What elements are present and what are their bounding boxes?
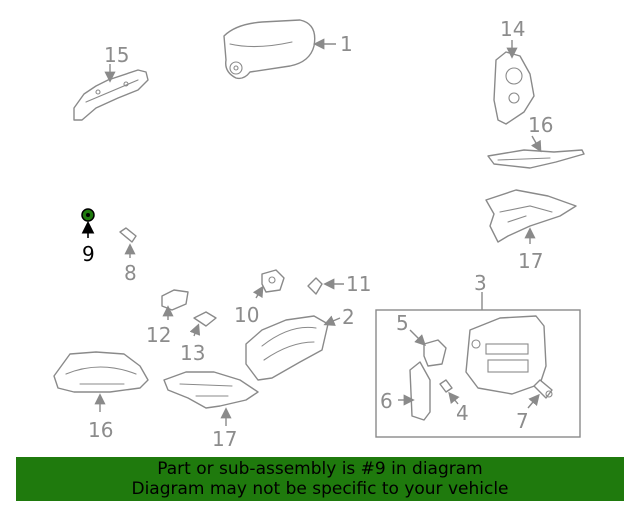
part-5-latch: 5	[396, 311, 447, 367]
part-12-block: 12	[146, 289, 189, 347]
part-1-armrest-lid: 1	[223, 19, 353, 80]
part-11-clip: 11	[307, 272, 371, 296]
callout-7: 7	[516, 409, 529, 433]
callout-8: 8	[124, 261, 137, 285]
part-14-side-trim: 14	[493, 17, 535, 125]
callout-16-upper: 16	[528, 113, 553, 137]
callout-10: 10	[234, 303, 259, 327]
callout-1: 1	[340, 32, 353, 56]
part-7-plug: 7	[516, 379, 553, 433]
callout-3: 3	[474, 271, 487, 295]
bezel	[465, 315, 547, 395]
callout-6: 6	[380, 389, 393, 413]
part-10-bracket: 10	[234, 269, 285, 327]
footer-banner: Part or sub-assembly is #9 in diagram Di…	[16, 457, 624, 501]
part-16-tray-upper: 16	[487, 113, 585, 169]
callout-12: 12	[146, 323, 171, 347]
footer-line-2: Diagram may not be specific to your vehi…	[131, 479, 509, 499]
callout-11: 11	[346, 272, 371, 296]
footer-line-1: Part or sub-assembly is #9 in diagram	[157, 459, 483, 479]
callout-2: 2	[342, 305, 355, 329]
part-15-bracket: 15	[73, 43, 149, 121]
part-4-screw: 4	[439, 379, 469, 425]
callout-15: 15	[104, 43, 129, 67]
callout-16-lower: 16	[88, 418, 113, 442]
callout-4: 4	[456, 401, 469, 425]
part-6-door: 6	[380, 361, 431, 421]
part-13-pad: 13	[180, 311, 217, 365]
parts-diagram: 1 15 14 16 17 9	[53, 17, 585, 451]
part-9-clip: 9	[81, 208, 95, 266]
group-3-frame	[375, 309, 581, 438]
callout-13: 13	[180, 341, 205, 365]
callout-17-lower: 17	[212, 427, 237, 451]
callout-14: 14	[500, 17, 525, 41]
callout-17-upper: 17	[518, 249, 543, 273]
part-8-pin: 8	[119, 227, 137, 285]
callout-9: 9	[82, 242, 95, 266]
part-2-console-housing: 2	[245, 305, 355, 381]
part-17-carrier-upper: 17	[485, 189, 577, 273]
part-16-tray-lower: 16	[53, 351, 149, 442]
part-3-group: 3 5 6 4	[375, 271, 581, 438]
callout-5: 5	[396, 311, 409, 335]
part-17-carrier-lower: 17	[163, 371, 259, 451]
